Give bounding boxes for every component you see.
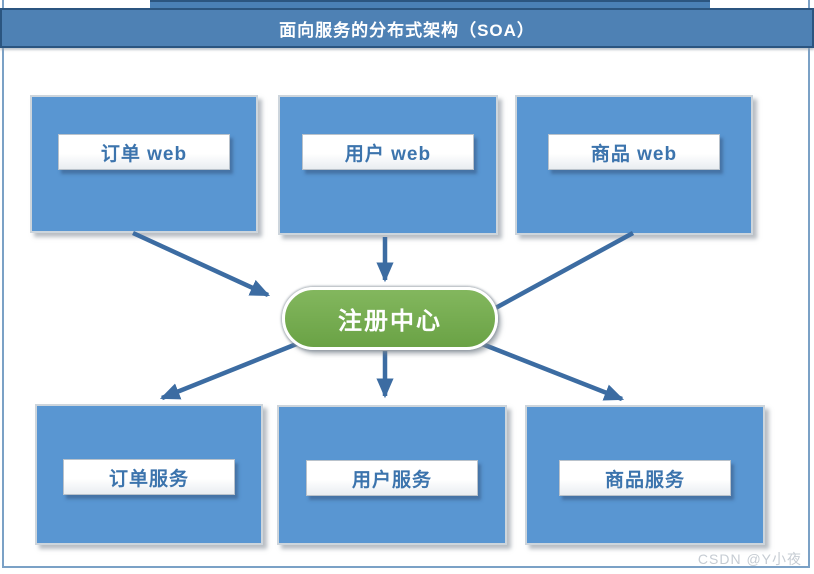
cutoff-top-strip (150, 0, 710, 8)
node-order-web-label: 订单 web (58, 134, 230, 170)
node-user-service: 用户服务 (277, 405, 507, 545)
node-order-service-label: 订单服务 (63, 459, 235, 495)
edge-registry-to-product-service (476, 339, 625, 402)
edge-product-web-to-registry (488, 231, 635, 313)
diagram-header: 面向服务的分布式架构（SOA） (0, 8, 814, 48)
node-registry-label: 注册中心 (338, 308, 442, 335)
node-user-web-label: 用户 web (302, 134, 474, 170)
node-product-web-label: 商品 web (548, 134, 720, 170)
node-user-service-label: 用户服务 (306, 460, 478, 496)
edge-order-web-to-registry (132, 230, 271, 298)
watermark-text: CSDN @Y小夜 (697, 551, 802, 567)
node-order-web: 订单 web (30, 95, 258, 233)
node-product-service-label: 商品服务 (559, 460, 731, 496)
node-user-web: 用户 web (278, 95, 498, 235)
node-registry-center: 注册中心 (282, 287, 498, 350)
node-product-service: 商品服务 (525, 405, 765, 545)
edge-registry-to-order-service (159, 340, 300, 401)
page-title: 面向服务的分布式架构（SOA） (279, 20, 535, 40)
node-product-web: 商品 web (515, 95, 753, 235)
node-order-service: 订单服务 (35, 404, 263, 545)
